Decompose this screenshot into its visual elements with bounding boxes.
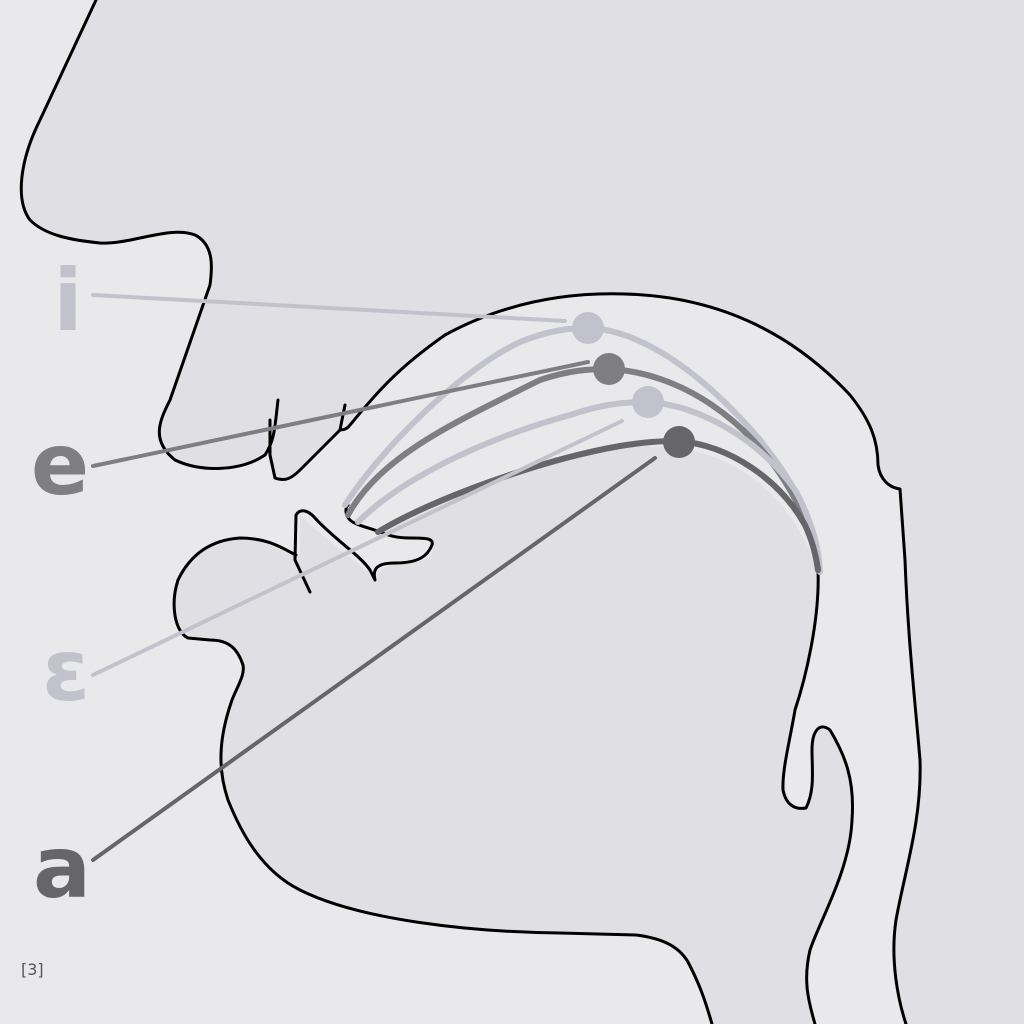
vowel-label-e: e [31,415,89,515]
vowel-label-i: i [53,251,82,351]
jaw-fill [174,446,853,1024]
lower-teeth-outline [293,503,434,594]
vowel-label-epsilon: ɛ [42,621,90,721]
tongue-epsilon-point [632,386,664,418]
leader-line-epsilon [91,419,624,677]
upper-teeth-outline [268,403,347,482]
leader-line-e [91,360,590,468]
reference-footnote: [3] [21,960,44,979]
chin-outline [172,536,714,1024]
anatomy-outline [19,0,922,1024]
tongue-i-point [572,312,604,344]
head-profile [21,0,1024,1024]
leader-line-a [91,456,657,862]
tongue-e-point [593,353,625,385]
palate-outline [338,292,922,1024]
vowel-label-a: a [33,818,91,918]
epiglottis-outline [781,568,855,1024]
nose-upper-lip-outline [19,0,280,470]
leader-line-i [91,293,567,323]
tongue-a-point [663,426,695,458]
